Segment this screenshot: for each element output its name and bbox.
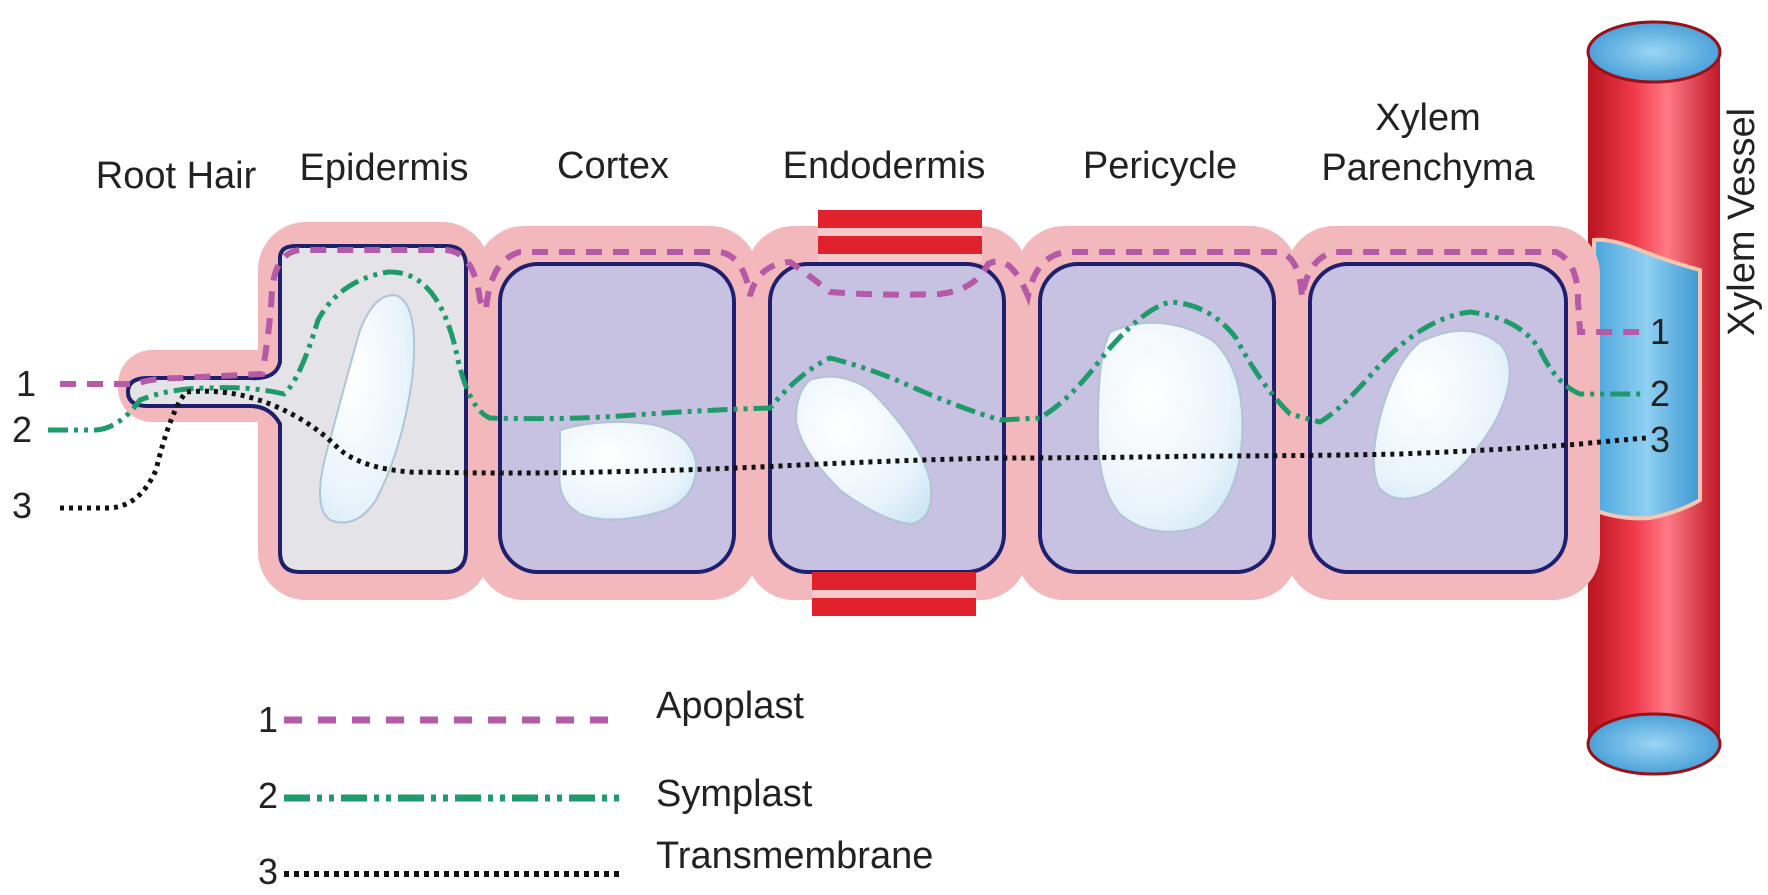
pericycle-cell [1040,264,1274,572]
legend-number-1: 1 [258,699,278,740]
legend-number-3: 3 [258,851,278,892]
right-number-3: 3 [1650,419,1670,460]
xylem-sap [1594,240,1700,519]
legend-label-apoplast: Apoplast [656,685,804,727]
legend-number-2: 2 [258,775,278,816]
xylem-vessel-label: Xylem Vessel [1721,108,1763,336]
left-number-3: 3 [12,485,32,526]
endodermis-cell [770,210,1004,616]
epidermis-label: Epidermis [300,147,469,189]
xylem-parenchyma-cell [1310,264,1566,572]
legend-item-transmembrane: 3 Transmembrane [258,835,933,892]
cortex-label: Cortex [557,145,669,187]
right-number-1: 1 [1650,311,1670,352]
xylem-parenchyma-label-line1: Xylem [1375,97,1481,139]
xylem-parenchyma-label-line2: Parenchyma [1321,147,1535,189]
legend: 1 Apoplast 2 Symplast 3 Transmembrane [258,685,933,892]
left-number-2: 2 [12,409,32,450]
root-hair-label: Root Hair [96,155,257,197]
left-number-1: 1 [16,363,36,404]
endodermis-label: Endodermis [783,145,986,187]
casparian-strip-bottom [812,572,976,616]
pericycle-vacuole [1098,323,1243,532]
legend-label-symplast: Symplast [656,773,813,815]
casparian-strip-top [818,210,982,262]
pericycle-label: Pericycle [1083,145,1237,187]
xylem-vessel-top-opening [1588,22,1720,82]
xylem-vessel-bottom-opening [1588,714,1720,774]
legend-item-symplast: 2 Symplast [258,773,813,816]
right-number-2: 2 [1650,373,1670,414]
legend-item-apoplast: 1 Apoplast [258,685,804,740]
legend-label-transmembrane: Transmembrane [656,835,933,877]
